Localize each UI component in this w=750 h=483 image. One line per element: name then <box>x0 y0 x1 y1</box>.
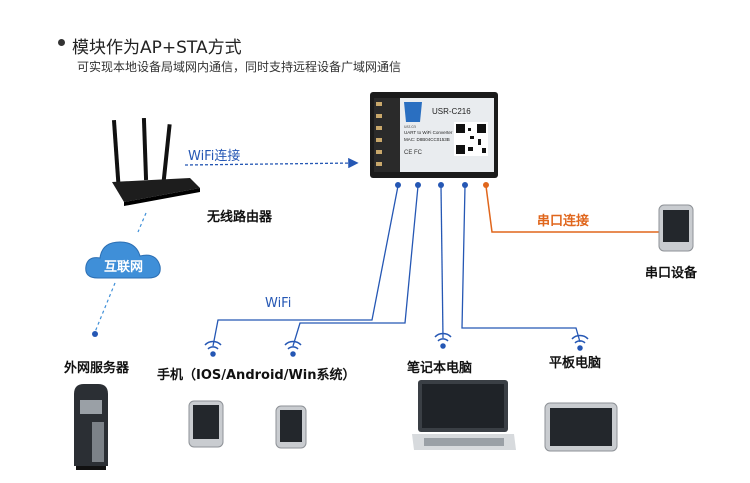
phone-icon-2 <box>275 405 307 449</box>
title-bullet <box>58 39 65 46</box>
phone-icon <box>188 400 224 448</box>
svg-text:MAC: D8B04CC0153B: MAC: D8B04CC0153B <box>404 137 450 142</box>
router-label: 无线路由器 <box>207 210 273 225</box>
wifi-signal-icon <box>204 332 589 357</box>
page-subtitle: 可实现本地设备局域网内通信，同时支持远程设备广域网通信 <box>77 60 402 74</box>
serial-line <box>485 185 660 233</box>
router-icon <box>111 118 200 206</box>
serial-device-icon <box>658 204 694 252</box>
phone-label: 手机（IOS/Android/Win系统） <box>157 368 356 383</box>
internet-cloud-icon <box>85 241 161 279</box>
svg-text:usr.cn: usr.cn <box>404 124 417 129</box>
svg-text:UART to WiFi Converter: UART to WiFi Converter <box>404 130 453 135</box>
serial-connect-label: 串口连接 <box>537 214 590 229</box>
svg-text:CE FC: CE FC <box>404 150 423 156</box>
internet-label: 互联网 <box>104 260 144 275</box>
tablet-icon <box>544 402 618 452</box>
wifi-connect-line <box>184 157 359 169</box>
module-model: USR-C216 <box>432 107 471 116</box>
wifi-line-laptop <box>440 185 444 339</box>
wifi-line-phone1 <box>212 185 399 347</box>
laptop-label: 笔记本电脑 <box>407 361 473 376</box>
server-icon <box>74 384 108 470</box>
page-title: 模块作为AP+STA方式 <box>72 38 242 58</box>
laptop-icon <box>412 380 516 450</box>
wifi-module-image: USR-C216 UART to WiFi Converter MAC: D8B… <box>370 92 498 178</box>
serial-device-label: 串口设备 <box>645 266 698 281</box>
tablet-label: 平板电脑 <box>549 356 602 371</box>
cloud-server-line <box>94 282 116 333</box>
wifi-connect-label: WiFi连接 <box>188 149 241 164</box>
server-label: 外网服务器 <box>64 361 130 376</box>
wifi-label: WiFi <box>265 296 292 311</box>
wifi-line-phone2 <box>292 185 419 347</box>
